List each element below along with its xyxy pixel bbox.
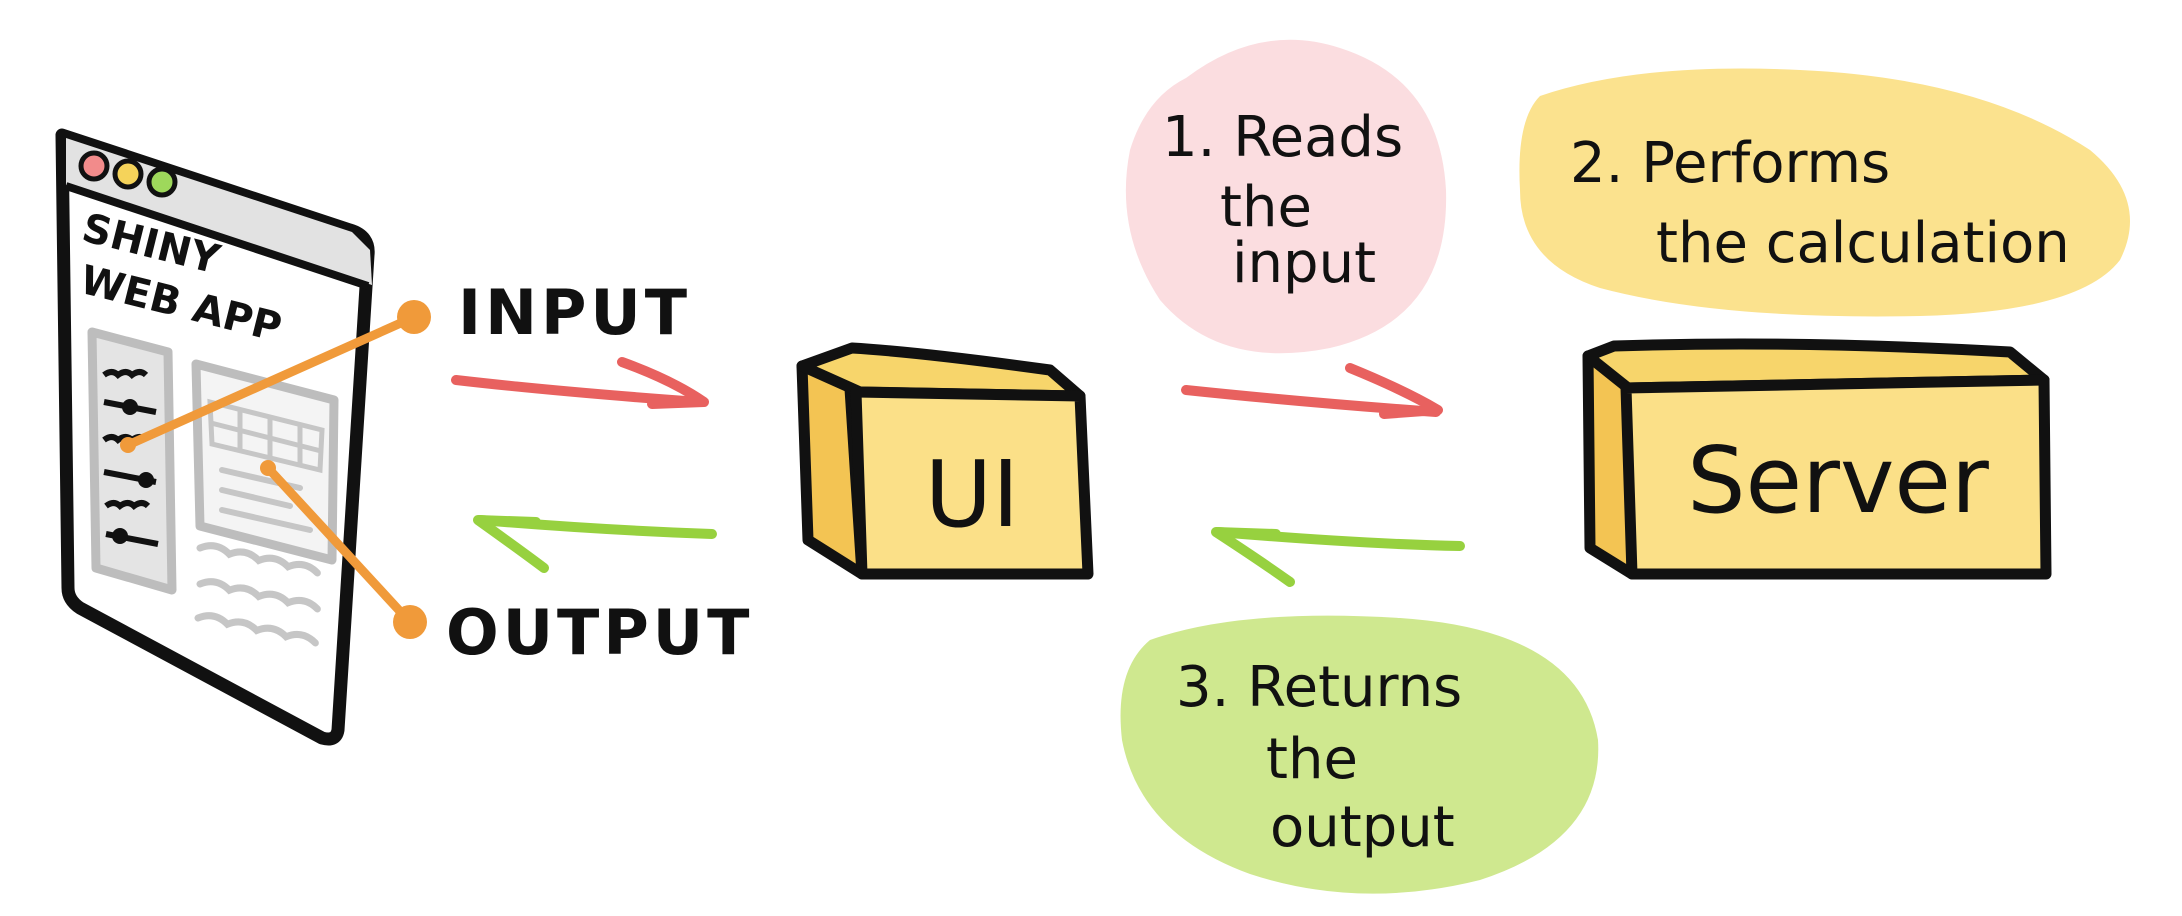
step-2-line1: 2. Performs bbox=[1570, 131, 1890, 196]
step-3-line3: output bbox=[1270, 795, 1455, 860]
sidebar-panel bbox=[87, 327, 177, 595]
step-3-line2: the bbox=[1266, 727, 1358, 792]
input-label: INPUT bbox=[458, 276, 691, 349]
input-arrow-left bbox=[451, 357, 709, 409]
input-arrow-right bbox=[1181, 363, 1443, 419]
step-1-bubble: 1. Reads the input bbox=[1125, 39, 1447, 354]
output-arrow-right bbox=[1211, 527, 1465, 587]
step-1-line2: the bbox=[1220, 175, 1312, 240]
input-connector bbox=[120, 300, 431, 453]
server-block: Server bbox=[1582, 338, 2052, 580]
output-arrow-left bbox=[473, 515, 717, 573]
step-2-bubble: 2. Performs the calculation bbox=[1519, 68, 2130, 317]
ui-block: UI bbox=[796, 342, 1094, 580]
window-dot-green bbox=[146, 166, 178, 198]
step-1-line1: 1. Reads bbox=[1162, 105, 1403, 170]
output-connector-endpoint bbox=[393, 605, 427, 639]
step-1-line3: input bbox=[1232, 231, 1376, 296]
output-connector bbox=[260, 460, 427, 639]
shiny-web-app-window: SHINY WEB APP bbox=[55, 128, 375, 746]
step-3-bubble: 3. Returns the output bbox=[1120, 615, 1599, 894]
input-connector-endpoint bbox=[397, 300, 431, 334]
window-dot-yellow bbox=[112, 158, 144, 190]
step-3-line1: 3. Returns bbox=[1176, 655, 1462, 720]
step-2-line2: the calculation bbox=[1656, 211, 2070, 276]
server-block-label: Server bbox=[1687, 427, 1989, 534]
app-text-lines bbox=[194, 542, 321, 647]
window-dot-red bbox=[78, 150, 110, 182]
ui-block-label: UI bbox=[925, 441, 1019, 548]
output-label: OUTPUT bbox=[446, 596, 753, 669]
